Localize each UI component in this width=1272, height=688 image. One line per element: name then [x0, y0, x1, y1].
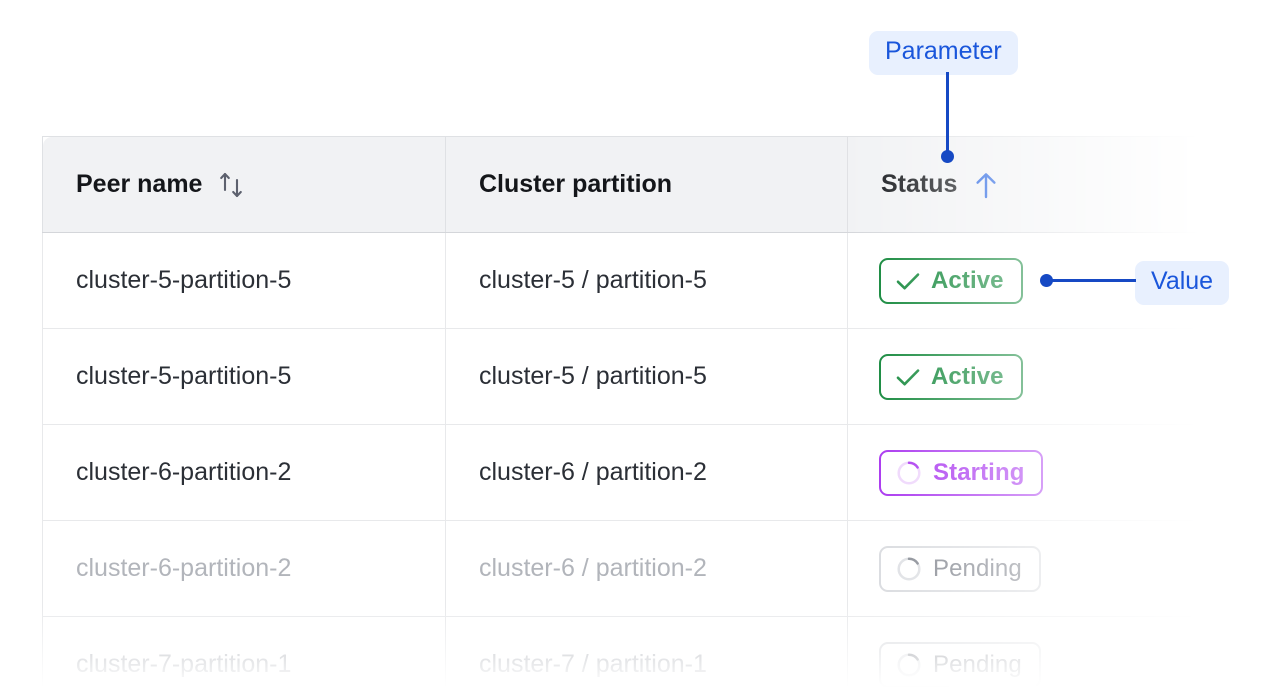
- column-header-peer-name[interactable]: Peer name: [42, 136, 446, 233]
- status-badge: Active: [879, 257, 1023, 304]
- status-badge: Pending: [879, 641, 1041, 688]
- cell-peer-name: cluster-5-partition-5: [42, 232, 446, 329]
- status-badge-label: Pending: [933, 554, 1022, 582]
- annotation-connector-parameter: [946, 72, 949, 158]
- spinner-icon: [895, 459, 923, 487]
- cell-cluster-partition: cluster-6 / partition-2: [445, 424, 848, 521]
- cell-peer-name: cluster-7-partition-1: [42, 616, 446, 688]
- cell-peer-name: cluster-5-partition-5: [42, 328, 446, 425]
- cell-status: Pending: [847, 520, 1200, 617]
- cell-cluster-partition: cluster-5 / partition-5: [445, 232, 848, 329]
- spinner-icon: [895, 651, 923, 679]
- check-icon: [895, 366, 921, 388]
- annotation-connector-value: [1052, 279, 1136, 282]
- status-badge-label: Starting: [933, 458, 1025, 486]
- annotation-dot-value: [1040, 274, 1053, 287]
- column-header-label: Cluster partition: [479, 170, 673, 198]
- column-header-label: Status: [881, 170, 958, 198]
- table-header-row: Peer name: [42, 136, 1200, 233]
- peers-table: Peer name: [42, 136, 1200, 688]
- column-header-status[interactable]: Status: [847, 136, 1200, 233]
- status-badge-label: Active: [931, 266, 1004, 294]
- arrow-up-icon[interactable]: [973, 170, 999, 200]
- status-badge: Starting: [879, 449, 1044, 496]
- cell-status: Pending: [847, 616, 1200, 688]
- cell-peer-name: cluster-6-partition-2: [42, 424, 446, 521]
- status-badge-label: Pending: [933, 650, 1022, 678]
- cell-status: Active: [847, 328, 1200, 425]
- cell-peer-name: cluster-6-partition-2: [42, 520, 446, 617]
- status-badge: Active: [879, 353, 1023, 400]
- cell-cluster-partition: cluster-6 / partition-2: [445, 520, 848, 617]
- cell-cluster-partition: cluster-5 / partition-5: [445, 328, 848, 425]
- column-header-cluster-partition[interactable]: Cluster partition: [445, 136, 848, 233]
- annotation-badge-parameter: Parameter: [869, 31, 1018, 75]
- cell-cluster-partition: cluster-7 / partition-1: [445, 616, 848, 688]
- cell-status: Active: [847, 232, 1200, 329]
- annotation-badge-value: Value: [1135, 261, 1230, 305]
- status-badge: Pending: [879, 545, 1041, 592]
- annotation-dot-parameter: [941, 150, 954, 163]
- spinner-icon: [895, 555, 923, 583]
- column-header-label: Peer name: [76, 170, 203, 198]
- status-badge-label: Active: [931, 362, 1004, 390]
- check-icon: [895, 270, 921, 292]
- peers-table-container: Peer name: [42, 136, 1200, 688]
- sort-updown-icon[interactable]: [218, 170, 246, 200]
- table-header: Peer name: [42, 136, 1200, 233]
- cell-status: Starting: [847, 424, 1200, 521]
